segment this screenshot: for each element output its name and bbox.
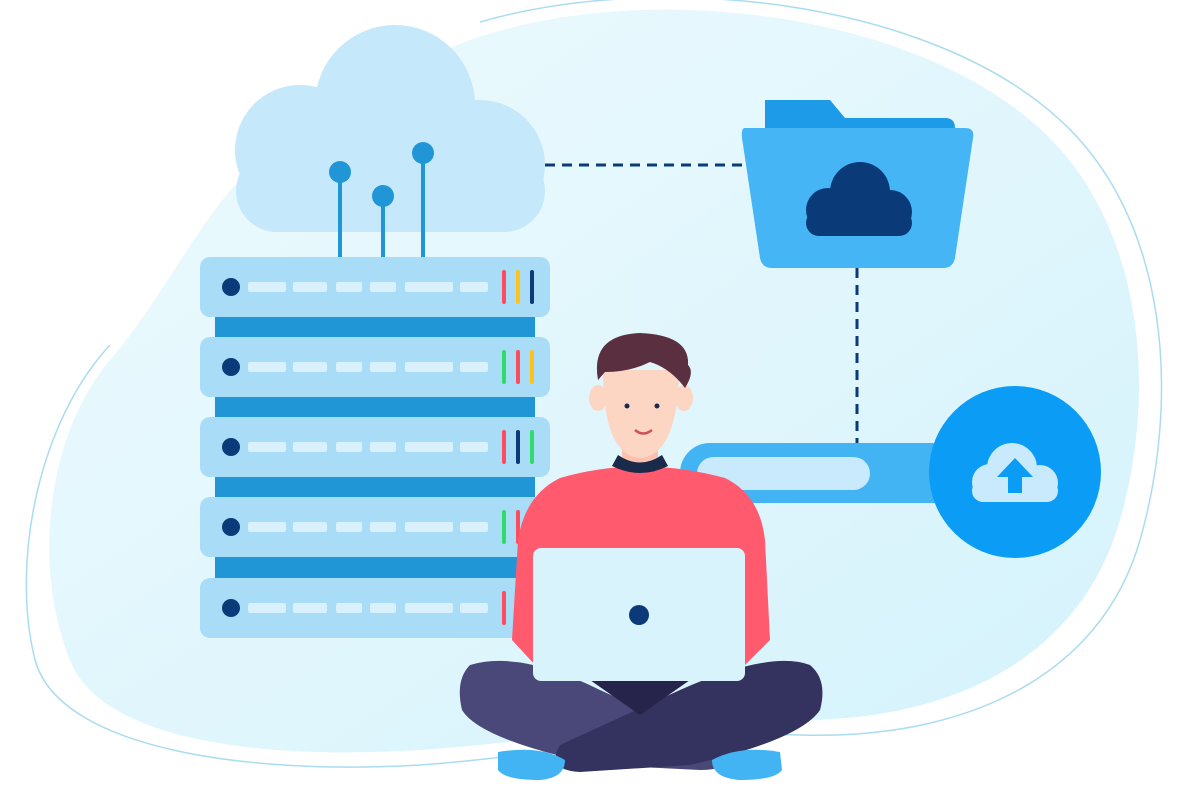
- server-power-dot: [222, 278, 240, 296]
- server-bay: [460, 603, 488, 613]
- server-strip: [215, 315, 535, 339]
- server-bay: [248, 603, 286, 613]
- folder-cloud-icon: [741, 100, 974, 268]
- server-bay: [405, 603, 453, 613]
- server-bay: [293, 522, 327, 532]
- server-bay: [336, 603, 362, 613]
- server-bay: [405, 442, 453, 452]
- server-bay: [460, 522, 488, 532]
- server-status-light: [530, 270, 534, 304]
- antenna-icons: [329, 142, 434, 258]
- server-bay: [248, 442, 286, 452]
- server-bay: [293, 603, 327, 613]
- server-strip: [215, 555, 535, 579]
- server-bay: [370, 442, 396, 452]
- server-bay: [370, 362, 396, 372]
- server-status-light: [516, 270, 520, 304]
- server-bay: [460, 362, 488, 372]
- server-bay: [248, 282, 286, 292]
- server-power-dot: [222, 438, 240, 456]
- server-status-light: [502, 350, 506, 384]
- server-power-dot: [222, 599, 240, 617]
- server-power-dot: [222, 518, 240, 536]
- server-bay: [293, 362, 327, 372]
- server-bay: [336, 442, 362, 452]
- server-bay: [460, 282, 488, 292]
- server-strip: [215, 395, 535, 419]
- server-status-light: [502, 591, 506, 625]
- server-status-light: [502, 510, 506, 544]
- blob-outline: [25, 0, 1163, 768]
- server-bay: [460, 442, 488, 452]
- server-status-light: [502, 270, 506, 304]
- server-strip: [215, 475, 535, 499]
- server-bay: [405, 282, 453, 292]
- cloud-icon: [235, 25, 545, 232]
- upload-progress-bar: [680, 443, 970, 503]
- server-bay: [336, 282, 362, 292]
- server-bay: [293, 442, 327, 452]
- server-bay: [336, 362, 362, 372]
- server-bay: [370, 522, 396, 532]
- server-rack-icon: [200, 257, 550, 638]
- server-bay: [248, 362, 286, 372]
- server-bay: [336, 522, 362, 532]
- server-status-light: [502, 430, 506, 464]
- server-status-light: [530, 350, 534, 384]
- laptop-icon: [533, 548, 745, 681]
- server-bay: [370, 282, 396, 292]
- server-power-dot: [222, 358, 240, 376]
- server-bay: [248, 522, 286, 532]
- server-status-light: [516, 430, 520, 464]
- server-bay: [405, 362, 453, 372]
- server-bay: [293, 282, 327, 292]
- upload-cloud-icon: [929, 386, 1101, 558]
- server-bay: [370, 603, 396, 613]
- server-status-light: [516, 350, 520, 384]
- server-status-light: [530, 430, 534, 464]
- person-figure: [459, 333, 823, 780]
- server-bay: [405, 522, 453, 532]
